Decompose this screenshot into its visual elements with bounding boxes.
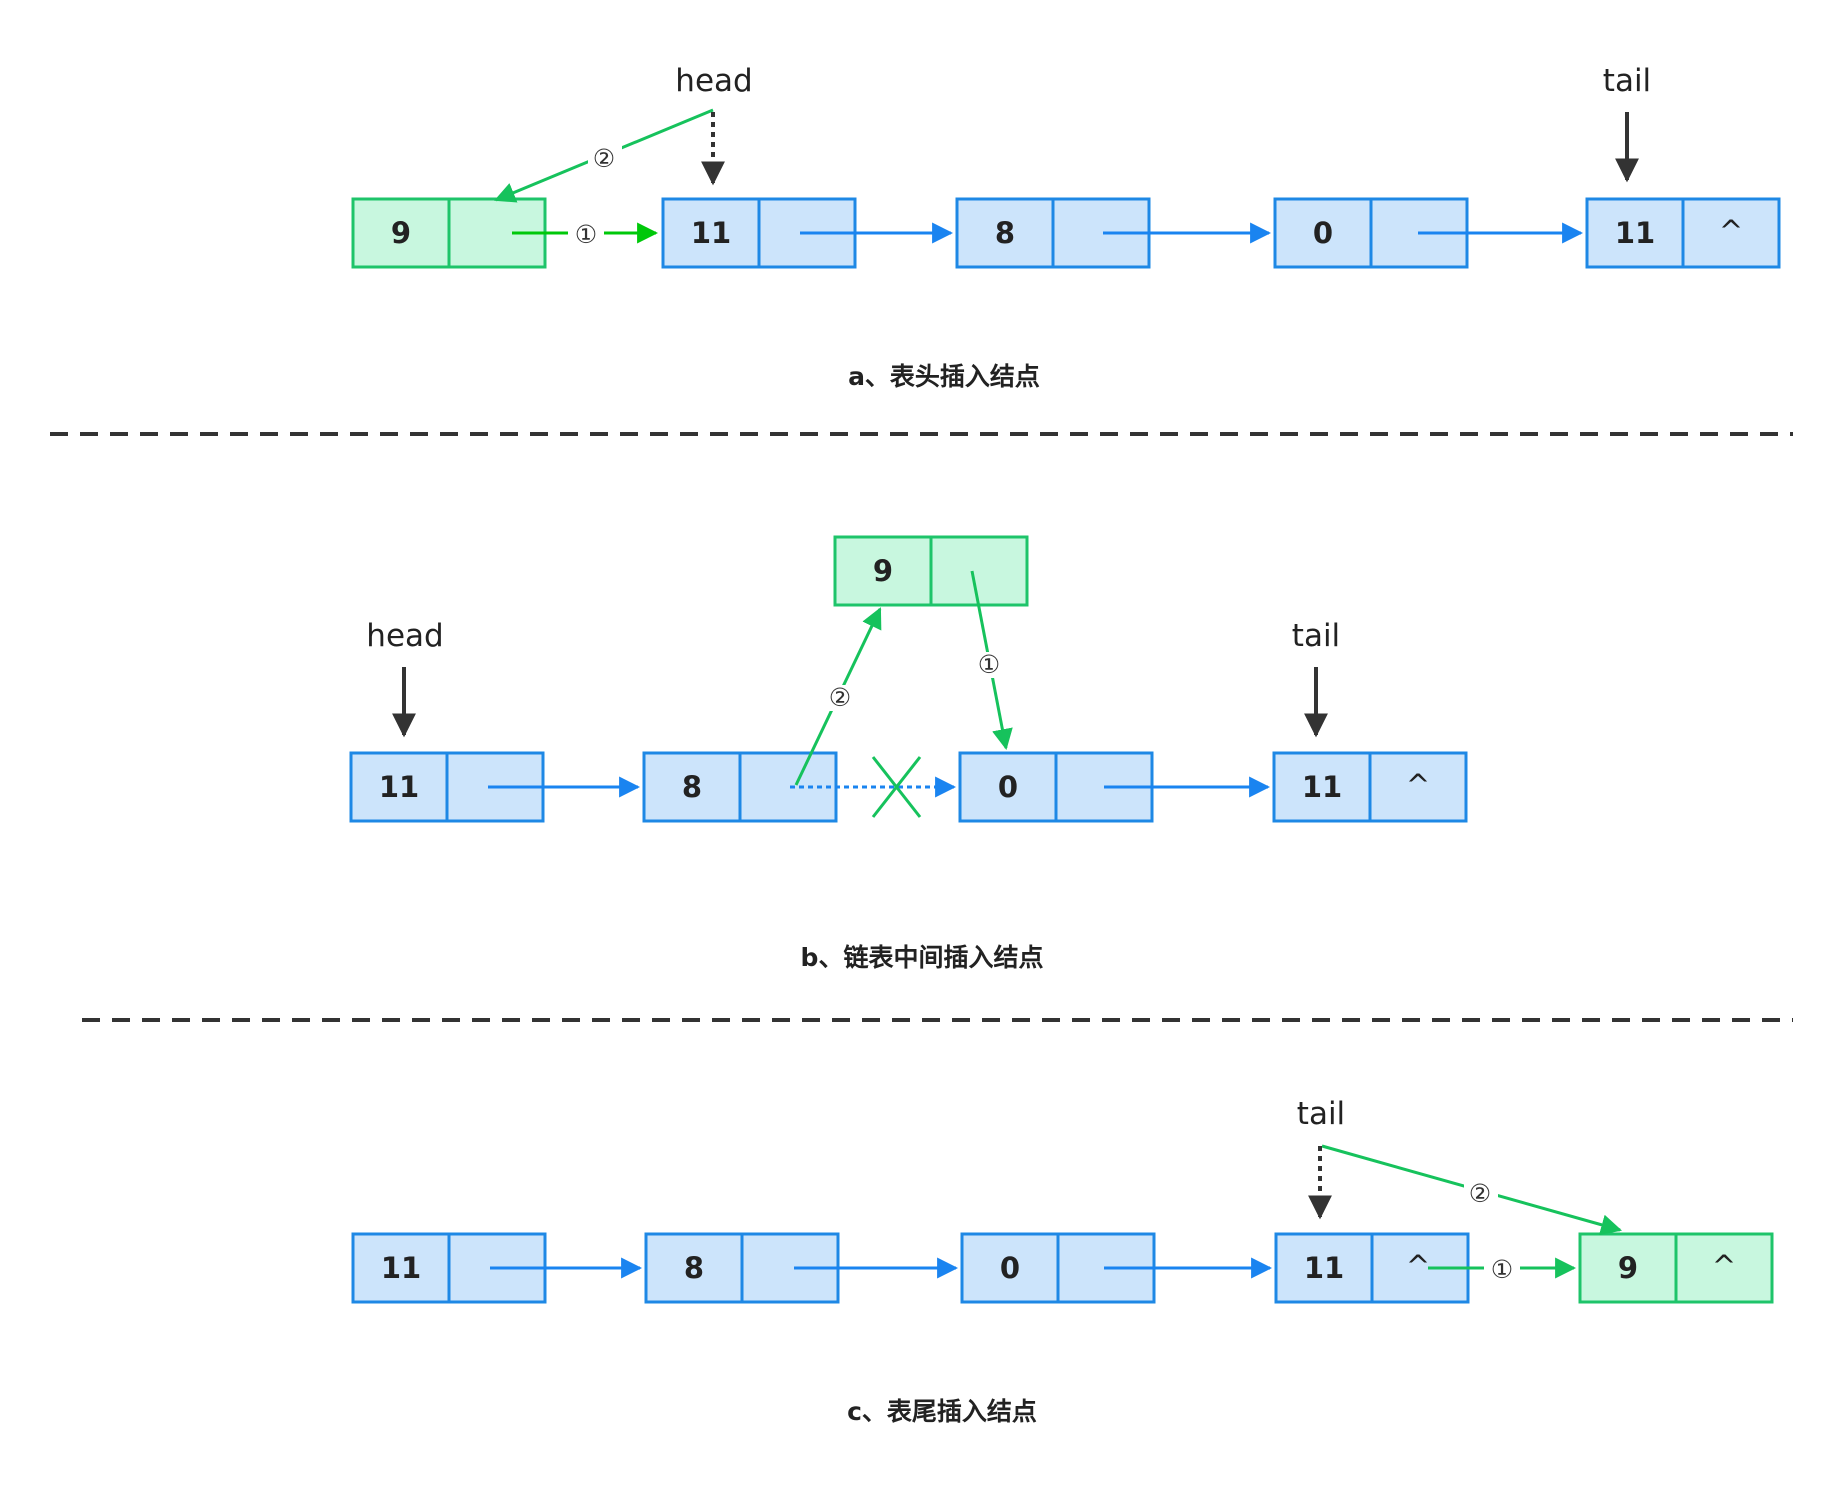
step-label: ① (575, 220, 597, 249)
node-value-cell (1273, 197, 1373, 269)
node-value: 8 (682, 770, 702, 804)
step-label: ① (1491, 1255, 1513, 1284)
step-label-bg (568, 222, 604, 246)
node-c-2: 8 (644, 1232, 840, 1304)
node-value: 9 (873, 554, 893, 588)
step-label-bg (973, 652, 1007, 678)
node-next-cell (1681, 197, 1781, 269)
node-value: 11 (381, 1251, 421, 1285)
node-new-b: 9 (833, 535, 1029, 607)
node-value-cell (1578, 1232, 1678, 1304)
node-value-cell (955, 197, 1055, 269)
section-c: 11 8 0 11 ^ 9 ^ (351, 1096, 1774, 1426)
tail-label: tail (1292, 618, 1340, 654)
caption-c: c、表尾插入结点 (847, 1397, 1037, 1426)
caption-b: b、链表中间插入结点 (801, 943, 1044, 972)
node-value: 0 (1000, 1251, 1020, 1285)
node-value: 0 (998, 770, 1018, 804)
null-pointer: ^ (1719, 214, 1743, 248)
step-label: ② (593, 144, 615, 173)
node-next-cell (929, 535, 1029, 607)
step-label-bg (824, 685, 858, 711)
node-value-cell (349, 751, 449, 823)
null-pointer: ^ (1406, 1249, 1430, 1283)
node-value: 0 (1313, 216, 1333, 250)
tail-label: tail (1297, 1096, 1345, 1132)
node-new-c: 9 ^ (1578, 1232, 1774, 1304)
node-value-cell (1585, 197, 1685, 269)
node-next-cell (1368, 751, 1468, 823)
step-label: ② (829, 683, 851, 712)
node-value-cell (351, 197, 451, 269)
node-value: 9 (1618, 1251, 1638, 1285)
step-label: ② (1469, 1179, 1491, 1208)
tail-label: tail (1603, 63, 1651, 99)
head-label: head (675, 63, 752, 99)
section-b: 11 8 0 11 ^ 9 (349, 535, 1468, 972)
null-pointer: ^ (1406, 768, 1430, 802)
node-new-a: 9 (351, 197, 547, 269)
node-next-cell (1674, 1232, 1774, 1304)
node-value: 11 (1302, 770, 1342, 804)
node-value-cell (960, 1232, 1060, 1304)
null-pointer: ^ (1712, 1249, 1736, 1283)
node-b-4: 11 ^ (1272, 751, 1468, 823)
node-value: 8 (684, 1251, 704, 1285)
head-label: head (366, 618, 443, 654)
node-value: 8 (995, 216, 1015, 250)
step-label-bg (588, 146, 622, 172)
node-a-4: 11 ^ (1585, 197, 1781, 269)
node-value: 9 (391, 216, 411, 250)
node-value: 11 (691, 216, 731, 250)
node-value: 11 (1615, 216, 1655, 250)
node-value-cell (642, 751, 742, 823)
node-value-cell (1272, 751, 1372, 823)
node-value: 11 (1304, 1251, 1344, 1285)
step-label-bg (1464, 1181, 1498, 1207)
node-c-4: 11 ^ (1274, 1232, 1470, 1304)
step-label: ① (978, 650, 1000, 679)
node-a-1: 11 (661, 197, 857, 269)
caption-a: a、表头插入结点 (848, 362, 1040, 391)
cross-mark (871, 756, 922, 818)
step-label-bg (1484, 1257, 1520, 1281)
section-a: 9 11 8 0 11 ^ (351, 63, 1781, 391)
node-value: 11 (379, 770, 419, 804)
